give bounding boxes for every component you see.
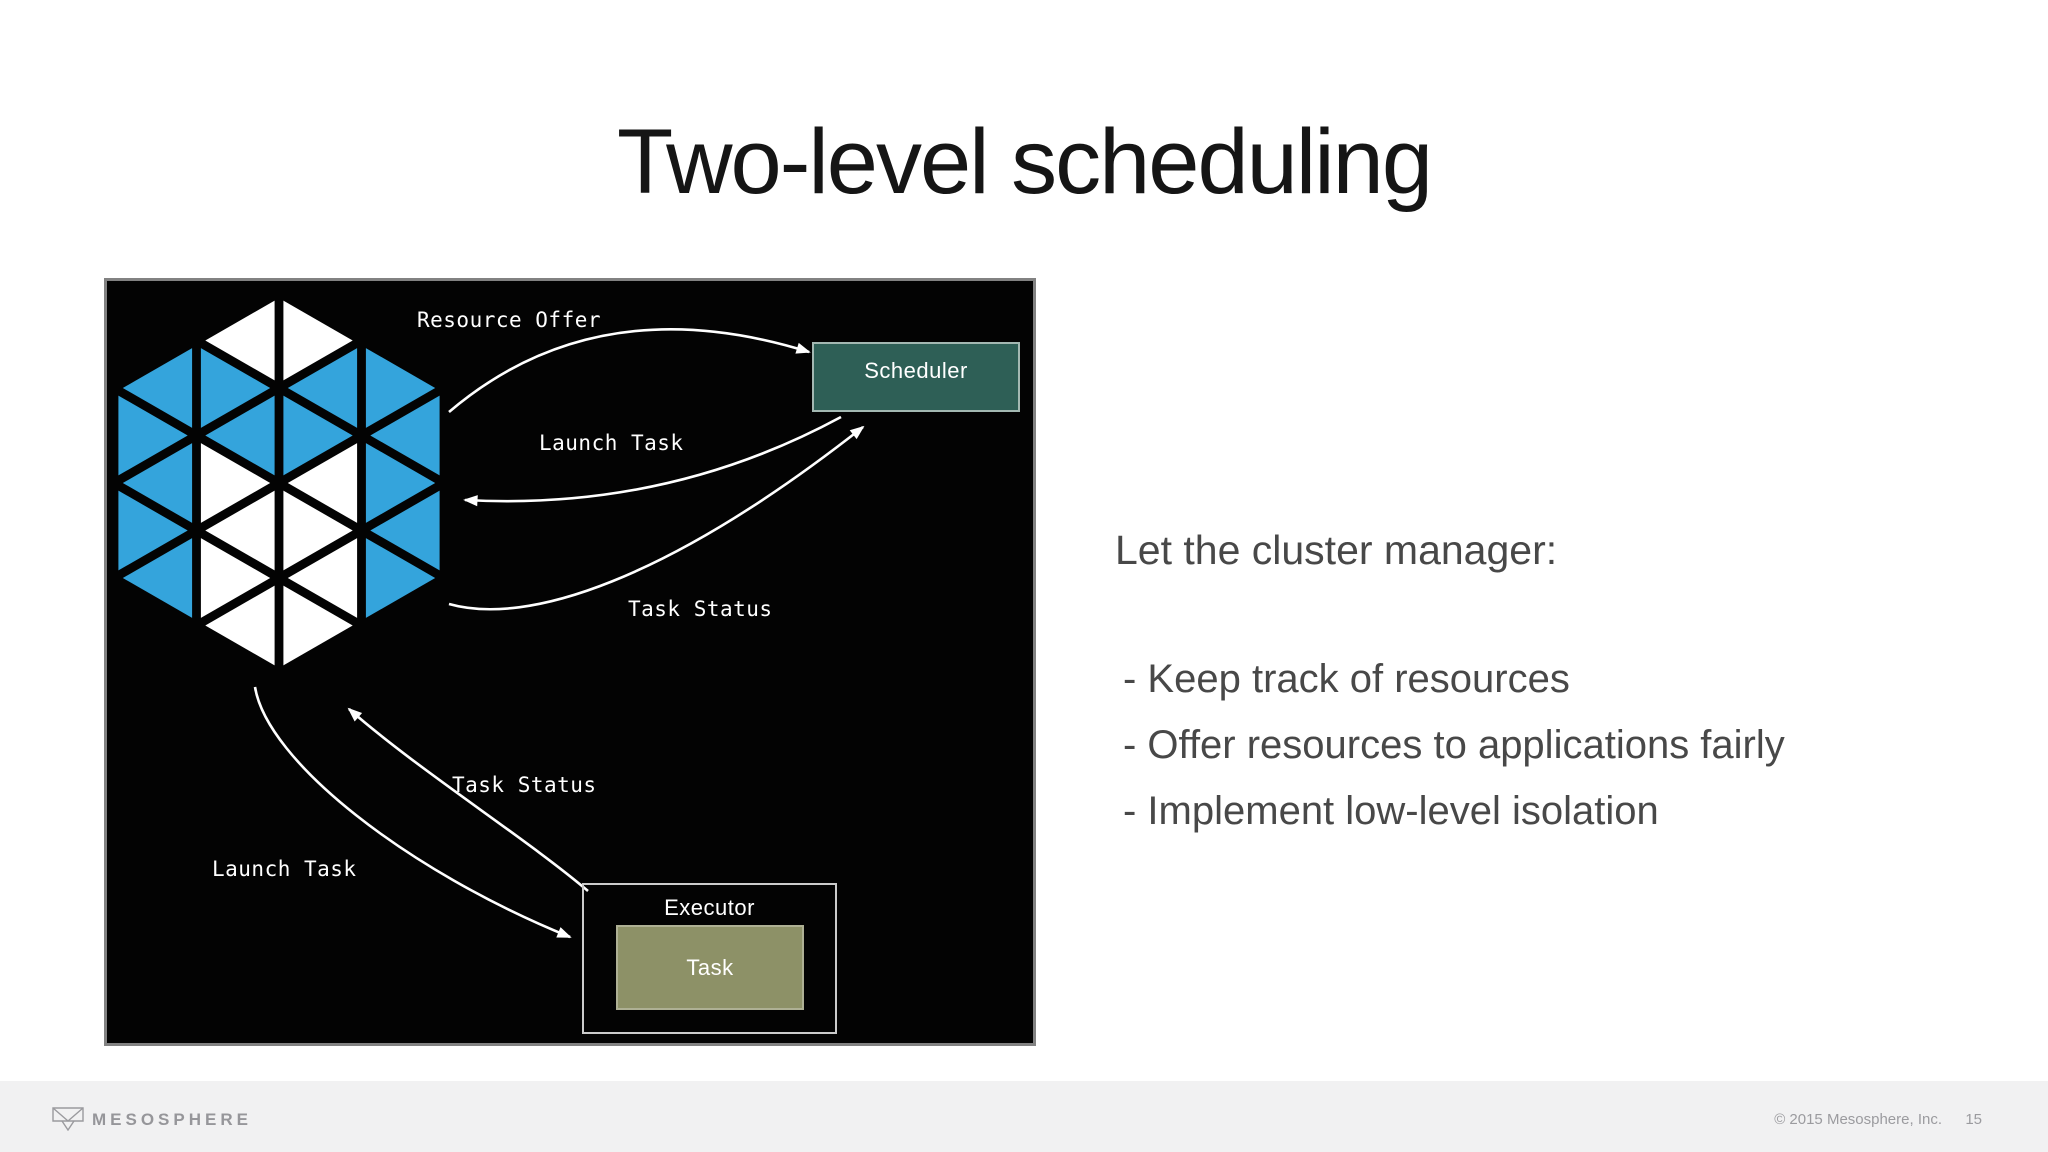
label-launch-task-upper: Launch Task <box>539 431 684 455</box>
mesos-hexagon-logo <box>118 300 440 666</box>
mesosphere-envelope-icon <box>52 1107 84 1131</box>
cluster-manager-bullets: - Keep track of resources - Offer resour… <box>1123 646 1785 844</box>
footer-copyright: © 2015 Mesosphere, Inc. <box>1774 1111 1942 1128</box>
arrow-resource-offer <box>448 328 811 413</box>
slide-title: Two-level scheduling <box>616 111 1433 213</box>
scheduler-node-label: Scheduler <box>864 358 968 383</box>
executor-node-label: Executor <box>664 895 755 920</box>
arrow-task-status-lower <box>347 707 589 892</box>
bullet-implement-isolation: - Implement low-level isolation <box>1123 789 1659 833</box>
executor-node: Executor Task <box>582 883 837 1034</box>
label-task-status-upper: Task Status <box>628 597 773 621</box>
label-launch-task-lower: Launch Task <box>212 857 357 881</box>
scheduler-node: Scheduler <box>812 342 1020 412</box>
bullet-keep-track: - Keep track of resources <box>1123 657 1570 701</box>
label-resource-offer: Resource Offer <box>417 308 602 332</box>
footer-brand: MESOSPHERE <box>92 1110 252 1129</box>
scheduling-diagram-panel: Resource Offer Launch Task Task Status T… <box>104 278 1036 1046</box>
bullet-offer-resources: - Offer resources to applications fairly <box>1123 723 1785 767</box>
arrow-launch-task-upper <box>463 415 842 507</box>
footer-page-number: 15 <box>1965 1111 1982 1128</box>
arrow-launch-task-lower <box>253 686 572 939</box>
cluster-manager-heading: Let the cluster manager: <box>1115 527 1558 573</box>
task-node: Task <box>616 925 804 1010</box>
label-task-status-lower: Task Status <box>452 773 597 797</box>
footer-bar <box>0 1081 2048 1152</box>
task-node-label: Task <box>686 954 734 980</box>
